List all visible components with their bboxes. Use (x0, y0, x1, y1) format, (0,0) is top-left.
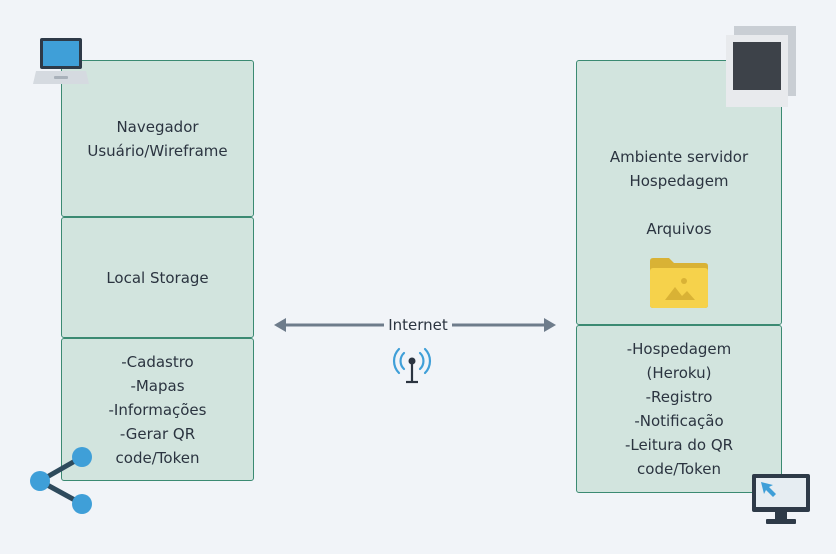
server-environment-box: Ambiente servidor Hospedagem Arquivos (576, 60, 782, 325)
environment-line-4: Arquivos (646, 220, 712, 238)
internet-label: Internet (384, 314, 452, 336)
wifi-antenna-icon (392, 347, 432, 384)
service-line-1: -Hospedagem (626, 340, 732, 358)
service-line-6: code/Token (637, 460, 721, 478)
service-line-5: -Leitura do QR (624, 436, 734, 454)
browser-box: Navegador Usuário/Wireframe (61, 60, 254, 217)
feature-line-5: code/Token (115, 448, 200, 467)
environment-line-2: Hospedagem (629, 172, 729, 190)
share-icon (30, 447, 92, 514)
local-storage-box: Local Storage (61, 217, 254, 338)
client-features-box: -Cadastro -Mapas -Informações -Gerar QR … (61, 338, 254, 481)
feature-line-2: -Mapas (130, 376, 185, 395)
service-line-4: -Notificação (634, 412, 724, 430)
image-folder-icon (650, 258, 708, 308)
laptop-icon (33, 38, 89, 84)
feature-line-4: -Gerar QR (119, 424, 196, 443)
local-storage-label: Local Storage (106, 268, 209, 287)
feature-line-1: -Cadastro (121, 352, 194, 371)
server-services-box: -Hospedagem (Heroku) -Registro -Notifica… (576, 325, 782, 493)
environment-line-1: Ambiente servidor (609, 148, 749, 166)
browser-box-line-1: Navegador (116, 117, 199, 136)
browser-box-line-2: Usuário/Wireframe (87, 141, 228, 160)
service-line-3: -Registro (645, 388, 713, 406)
feature-line-3: -Informações (108, 400, 207, 419)
monitor-cursor-icon (752, 474, 810, 524)
service-line-2: (Heroku) (646, 364, 712, 382)
window-frame-icon (726, 26, 796, 107)
